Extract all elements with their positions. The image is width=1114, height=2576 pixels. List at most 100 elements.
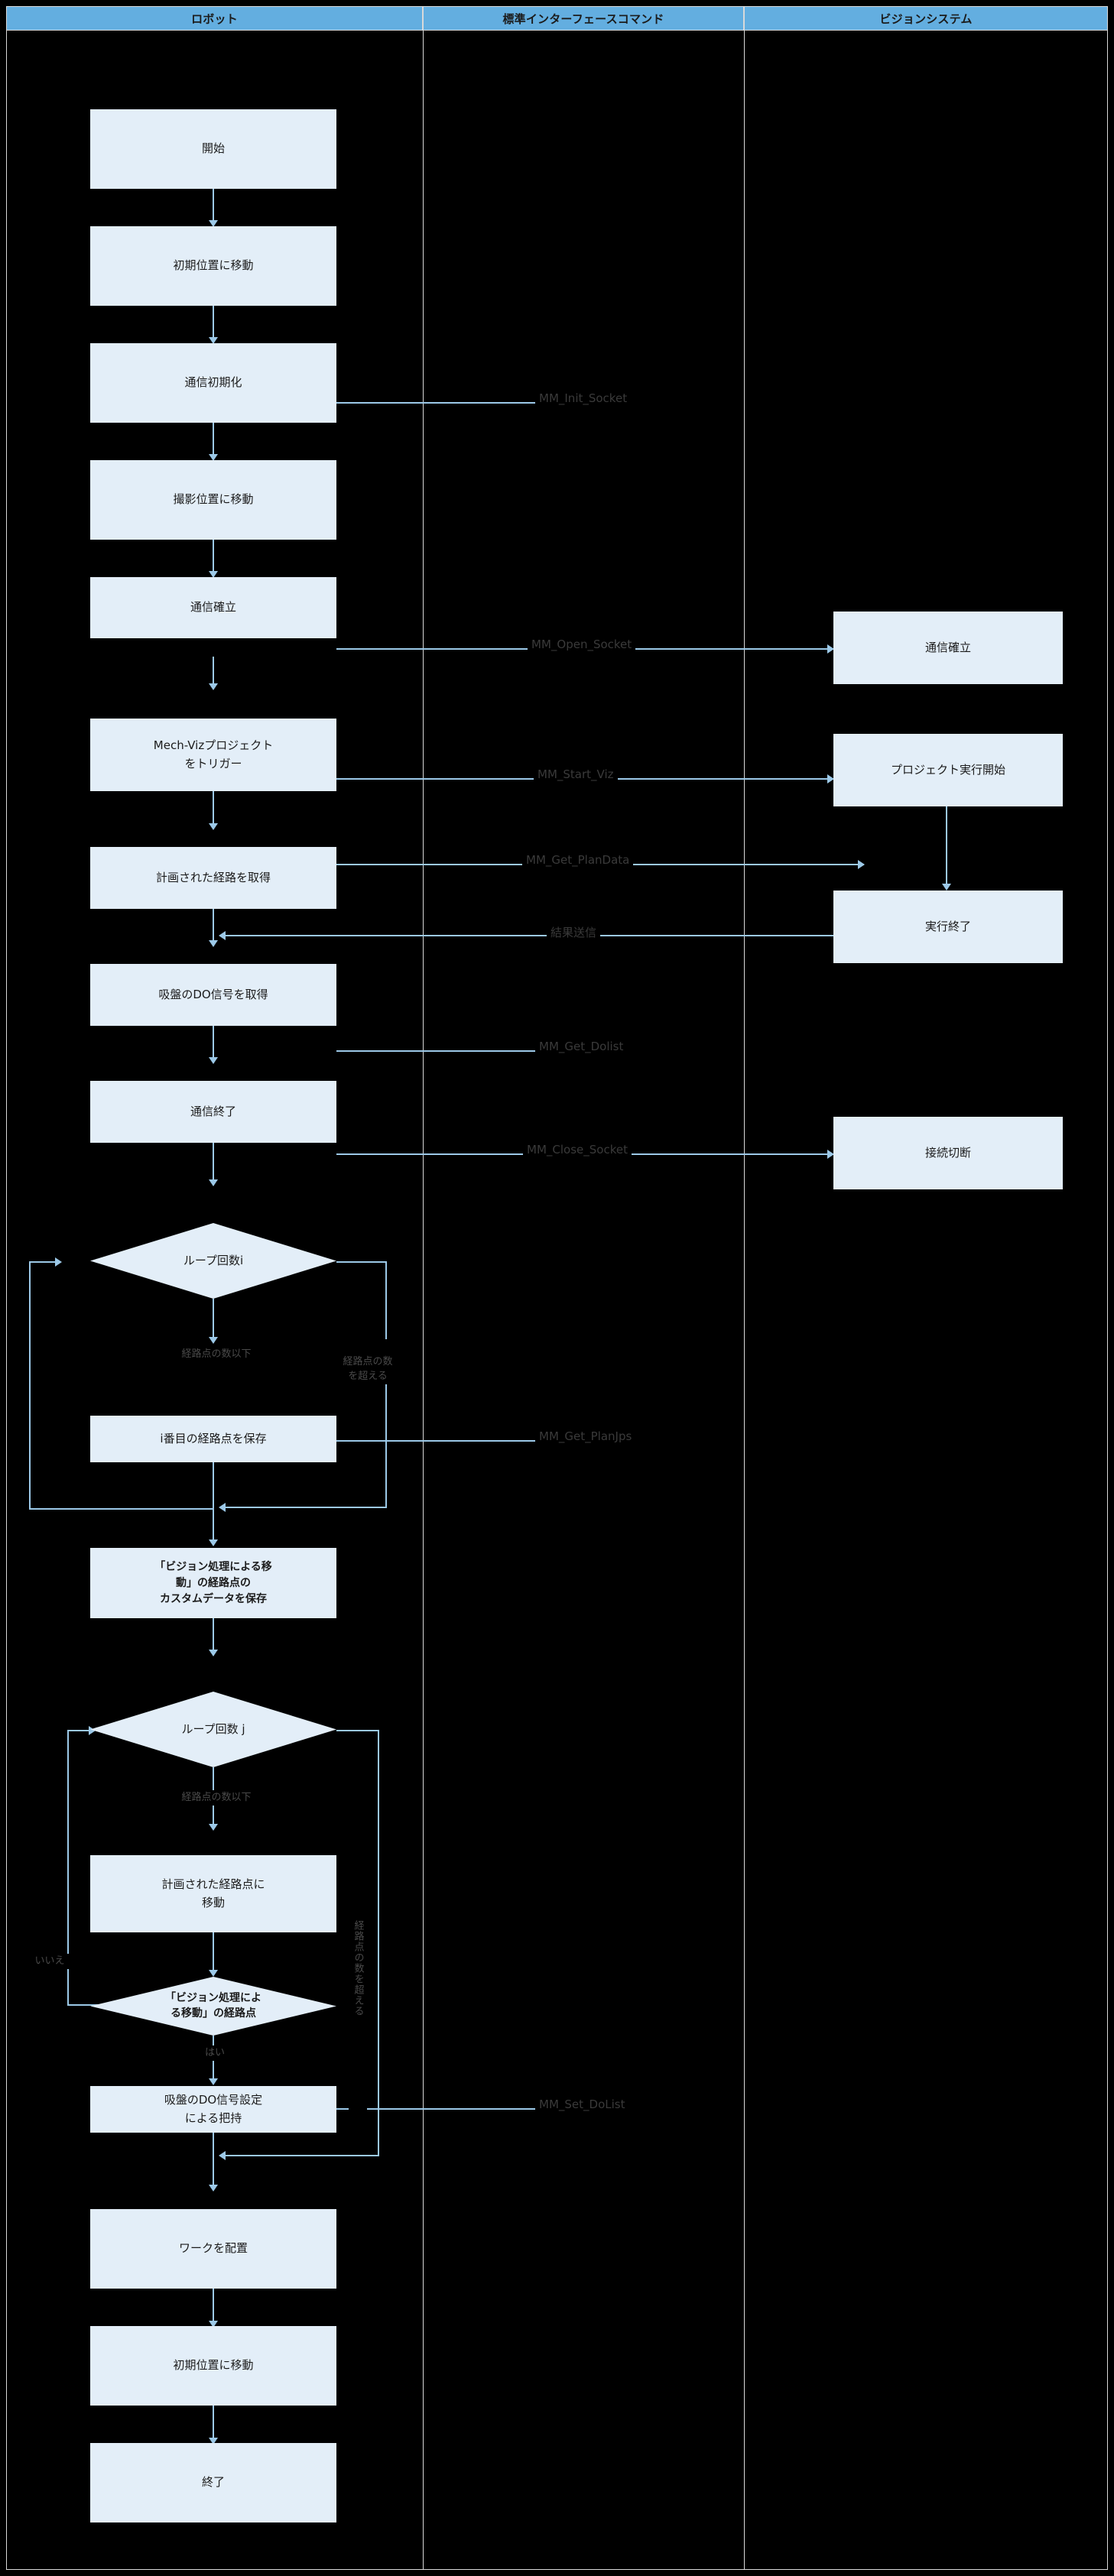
connector-getdo-to-command [336,1050,535,1052]
arrowhead-loopj-false [219,2151,226,2160]
arrowhead-vision-disconnect [827,1150,834,1159]
arrowhead-result-back [219,931,226,940]
arrowhead-getdo [209,940,218,947]
node-trigger-viz-label: Mech-Vizプロジェクト をトリガー [153,738,274,771]
arrowhead-loopi-return [55,1257,62,1267]
connector-movehome1-to-initcomm [213,306,214,340]
arrowhead-vision-opencomm [827,644,834,654]
arrowhead-initcomm [209,337,218,344]
node-loop-i-label: ループ回数i [183,1254,244,1267]
node-vision-disconnect[interactable]: 接続切断 [833,1117,1063,1189]
node-start-label: 開始 [201,141,225,156]
connector-savecustom-to-loopj [213,1618,214,1653]
node-move-home-1[interactable]: 初期位置に移動 [90,226,336,306]
arrowhead-getplan [209,823,218,830]
node-vision-open-comm-label: 通信確立 [924,640,971,654]
connector-loopj-false-right [378,1730,379,2156]
node-open-comm-label: 通信確立 [190,600,236,615]
edge-label-loop-j-true: 経路点の数以下 [138,1790,295,1805]
connector-triggerviz-to-getplan [213,791,214,826]
arrowhead-end [209,2438,218,2445]
connector-loopi-to-savewaypoint [213,1299,214,1340]
connector-result-back [223,935,835,936]
lane-bottom-border [6,2569,1108,2570]
node-check-vision-move[interactable]: 「ビジョン処理によ る移動」の経路点 [90,1977,336,2036]
node-get-do-label: 吸盤のDO信号を取得 [158,987,268,1001]
arrowhead-movehome1 [209,220,218,227]
arrowhead-loopj-return [89,1726,96,1735]
connector-loopback-i-bottom [29,1508,214,1510]
connector-loopj-false-top [336,1730,379,1731]
edge-label-loop-j-false: 経路点の数を超える [349,1796,367,2140]
command-label-mm-set-dolist: MM_Set_DoList [535,2097,629,2111]
lane-header-vision: ビジョンシステム [744,6,1108,31]
arrowhead-movehome2 [209,2321,218,2328]
lane-divider-2 [744,31,745,2570]
node-place-work[interactable]: ワークを配置 [90,2209,336,2289]
node-move-capture[interactable]: 撮影位置に移動 [90,460,336,540]
connector-to-savecustom [213,1507,214,1543]
node-move-home-1-label: 初期位置に移動 [173,258,254,273]
connector-loopback-i-left [29,1261,31,1510]
command-label-mm-open-socket: MM_Open_Socket [528,638,636,651]
node-start[interactable]: 開始 [90,109,336,189]
connector-savewaypoint-down [213,1462,214,1510]
edge-label-vision-move-no: いいえ [15,1954,84,1969]
connector-opencomm-to-triggerviz [213,657,214,686]
node-close-comm-label: 通信終了 [190,1104,236,1118]
connector-loopi-false-right [385,1261,387,1508]
arrowhead-gripdo [209,2078,218,2085]
node-save-waypoint-i-label: i番目の経路点を保存 [160,1431,267,1445]
lane-header-vision-label: ビジョンシステム [879,11,973,26]
lane-divider-1 [423,31,424,2570]
node-vision-exec-end[interactable]: 実行終了 [833,891,1063,963]
lane-divider-right [1107,31,1108,2570]
node-move-home-2[interactable]: 初期位置に移動 [90,2326,336,2406]
arrowhead-savewaypoint [209,1337,218,1344]
edge-label-loop-i-false-text: 経路点の数 を超える [343,1355,393,1383]
arrowhead-loopi [209,1179,218,1186]
arrowhead-vision-execend [942,884,951,891]
lane-header-robot-label: ロボット [191,11,238,26]
node-place-work-label: ワークを配置 [178,2241,248,2256]
lane-header-command-label: 標準インターフェースコマンド [502,11,664,26]
node-vision-project-start[interactable]: プロジェクト実行開始 [833,734,1063,806]
node-vision-open-comm[interactable]: 通信確立 [833,612,1063,684]
node-get-plan[interactable]: 計画された経路を取得 [90,847,336,909]
node-grip-do[interactable]: 吸盤のDO信号設定 による把持 [90,2086,336,2133]
edge-label-loop-i-true: 経路点の数以下 [138,1347,295,1362]
node-end[interactable]: 終了 [90,2443,336,2522]
arrowhead-movewaypoint [209,1824,218,1831]
node-save-custom-data[interactable]: 「ビジョン処理による移 動」の経路点の カスタムデータを保存 [90,1548,336,1618]
command-label-mm-init-socket: MM_Init_Socket [535,391,632,405]
edge-label-vision-move-yes: はい [185,2046,245,2061]
edge-label-loop-i-false: 経路点の数 を超える [320,1339,416,1384]
node-init-comm-label: 通信初期化 [184,375,242,390]
node-save-custom-data-label: 「ビジョン処理による移 動」の経路点の カスタムデータを保存 [154,1560,272,1605]
connector-movehome2-to-end [213,2406,214,2441]
arrowhead-placework [209,2185,218,2192]
arrowhead-closecomm [209,1057,218,1064]
connector-loopj-false-bottom [223,2155,379,2156]
node-vision-disconnect-label: 接続切断 [924,1145,971,1160]
connector-getplan-to-getdo [213,909,214,943]
connector-gripdo-to-command [336,2108,535,2110]
connector-loopback-i-top [29,1261,58,1263]
node-get-do[interactable]: 吸盤のDO信号を取得 [90,964,336,1026]
node-grip-do-label: 吸盤のDO信号設定 による把持 [164,2093,263,2125]
arrowhead-savecustom [209,1539,218,1546]
node-move-waypoint[interactable]: 計画された経路点に 移動 [90,1855,336,1932]
node-trigger-viz[interactable]: Mech-Vizプロジェクト をトリガー [90,719,336,791]
node-init-comm[interactable]: 通信初期化 [90,343,336,423]
node-end-label: 終了 [201,2475,225,2490]
node-loop-j[interactable]: ループ回数 j [90,1692,336,1767]
node-save-waypoint-i[interactable]: i番目の経路点を保存 [90,1416,336,1462]
node-check-vision-move-label: 「ビジョン処理によ る移動」の経路点 [165,1991,261,2020]
node-get-plan-label: 計画された経路を取得 [155,870,271,884]
arrowhead-vision-projectstart [827,774,834,784]
node-close-comm[interactable]: 通信終了 [90,1081,336,1143]
node-loop-i[interactable]: ループ回数i [90,1223,336,1299]
connector-movewaypoint-to-check [213,1932,214,1973]
node-open-comm[interactable]: 通信確立 [90,577,336,638]
